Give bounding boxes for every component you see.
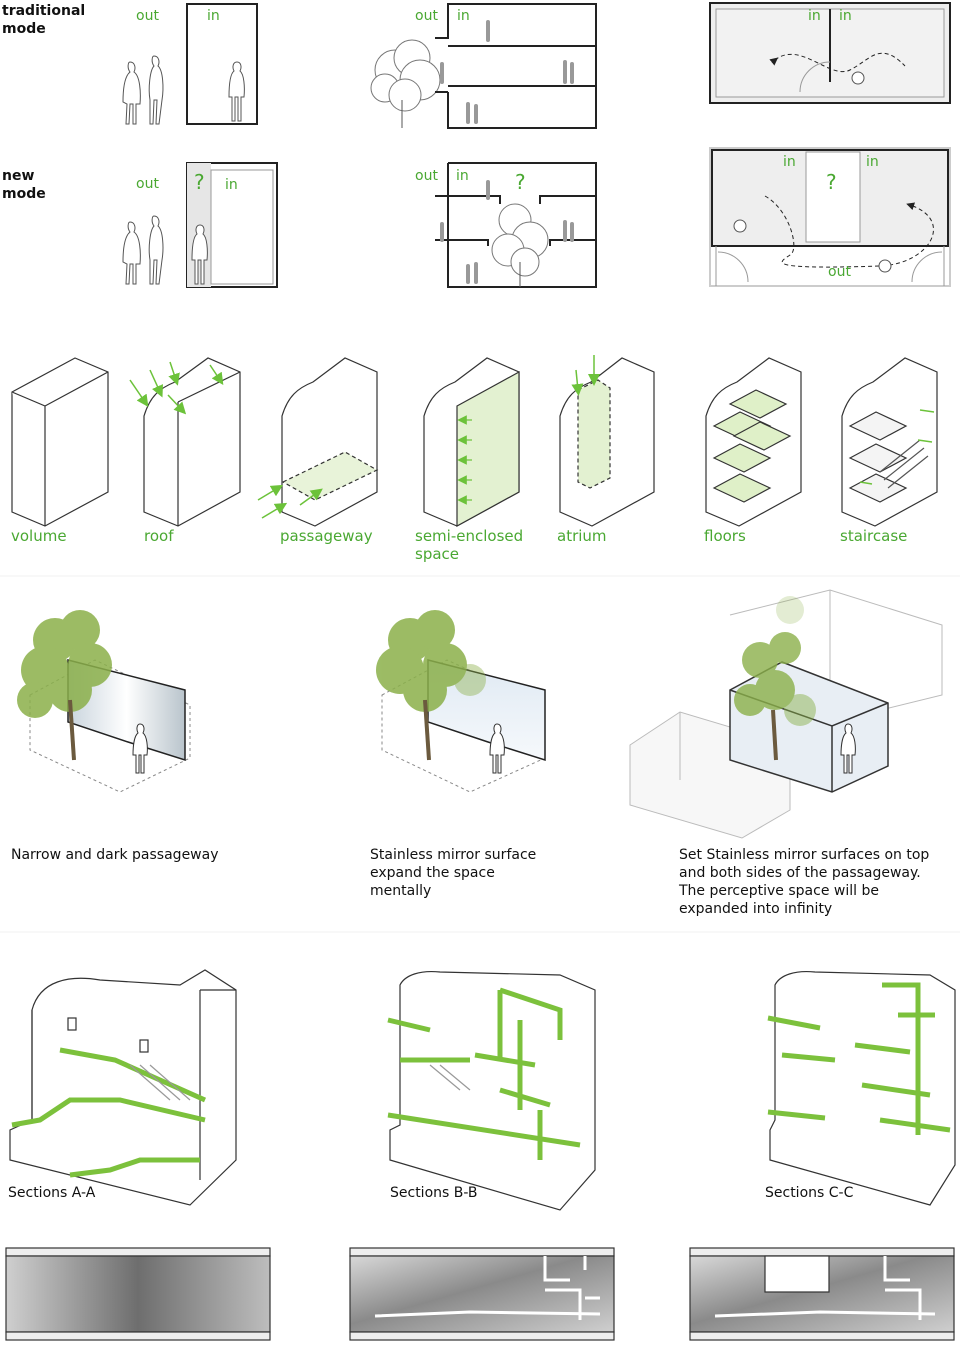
question-mark: ? [515, 170, 526, 194]
step-label-roof: roof [144, 527, 174, 545]
section-b-drawing [387, 970, 596, 1211]
infinite-mirror-drawing [629, 589, 943, 839]
in-label: in [225, 177, 238, 193]
out-label: out [136, 176, 159, 192]
mirror-diagrams [17, 589, 943, 839]
in-label: in [456, 168, 469, 184]
traditional-mode-label: traditional mode [2, 3, 86, 37]
new-mode-label: new mode [2, 168, 46, 202]
narrow-passageway-drawing [17, 610, 191, 793]
section-c-label: Sections C-C [765, 1185, 854, 1201]
plan-strips [5, 1247, 955, 1341]
new-mode-diagrams [122, 147, 951, 288]
in-label: in [783, 154, 796, 170]
section-c-drawing [767, 970, 956, 1206]
section-b-label: Sections B-B [390, 1185, 478, 1201]
people-silhouettes [122, 55, 164, 125]
step-label-passageway: passageway [280, 527, 373, 545]
step-volume-drawing [11, 357, 109, 527]
step-passageway-drawing [257, 357, 379, 527]
out-label: out [415, 168, 438, 184]
out-label: out [136, 8, 159, 24]
in-label: in [457, 8, 470, 24]
in-label: in [839, 8, 852, 24]
step-atrium-drawing [559, 355, 655, 527]
in-label: in [866, 154, 879, 170]
question-mark: ? [194, 170, 205, 194]
question-mark: ? [826, 170, 837, 194]
plan-c [689, 1247, 955, 1341]
section-a-drawing [9, 969, 237, 1206]
tree-icon [370, 39, 441, 128]
step-roof-drawing [129, 357, 241, 527]
out-label: out [828, 264, 851, 280]
design-steps-graphics [11, 355, 938, 528]
plan-b [349, 1247, 615, 1341]
step-semi-enclosed-drawing [423, 357, 520, 528]
section-drawings [9, 969, 956, 1211]
step-label-floors: floors [704, 527, 746, 545]
caption-infinite-mirror: Set Stainless mirror surfaces on top and… [679, 847, 930, 917]
out-label: out [415, 8, 438, 24]
step-label-atrium: atrium [557, 527, 607, 545]
mirror-surface-drawing [376, 610, 546, 793]
step-staircase-drawing [841, 357, 938, 527]
step-label-semi-enclosed: semi-enclosed space [415, 527, 524, 563]
caption-mirror-surface: Stainless mirror surface expand the spac… [370, 847, 537, 899]
step-label-staircase: staircase [840, 527, 908, 545]
in-label: in [808, 8, 821, 24]
plan-a [5, 1247, 271, 1341]
caption-narrow-passageway: Narrow and dark passageway [11, 847, 219, 863]
section-a-label: Sections A-A [8, 1185, 96, 1201]
step-label-volume: volume [11, 527, 67, 545]
step-floors-drawing [705, 357, 802, 527]
in-label: in [207, 8, 220, 24]
traditional-mode-diagrams [122, 2, 951, 129]
